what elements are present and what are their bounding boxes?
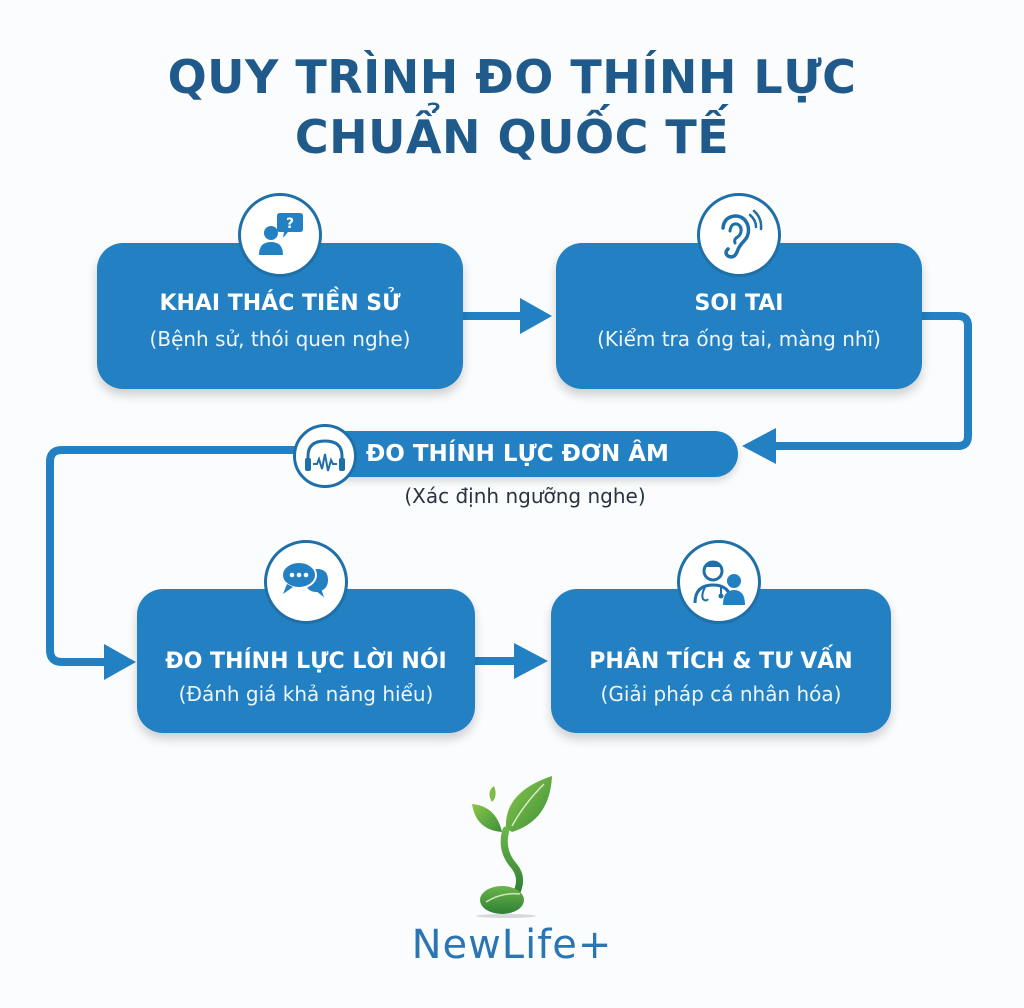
arrow-step1-to-step2 xyxy=(462,298,552,334)
step-khai-thac-tien-su: KHAI THÁC TIỀN SỬ (Bệnh sử, thói quen ng… xyxy=(97,243,463,389)
step-subtext: (Bệnh sử, thói quen nghe) xyxy=(149,327,411,351)
step-subtext: (Kiểm tra ống tai, màng nhĩ) xyxy=(597,327,881,351)
arrow-step4-to-step5 xyxy=(475,643,548,679)
step-heading: PHÂN TÍCH & TƯ VẤN xyxy=(589,649,853,674)
step-heading: KHAI THÁC TIỀN SỬ xyxy=(159,291,401,316)
page-title-line1: QUY TRÌNH ĐO THÍNH LỰC xyxy=(167,50,857,104)
step-heading: ĐO THÍNH LỰC ĐƠN ÂM xyxy=(366,441,669,467)
arrow-step2-to-step3 xyxy=(742,312,972,464)
headphones-waveform-icon xyxy=(293,424,357,488)
step-subtext: (Đánh giá khả năng hiểu) xyxy=(178,682,434,706)
ear-icon xyxy=(697,193,781,277)
speech-bubbles-icon xyxy=(264,540,348,624)
page-title-line2: CHUẨN QUỐC TẾ xyxy=(294,110,730,164)
step-heading: SOI TAI xyxy=(694,291,784,316)
arrow-step3-to-step4 xyxy=(46,446,300,680)
brand-name: NewLife+ xyxy=(411,922,613,968)
doctor-patient-icon xyxy=(677,540,761,624)
step-heading: ĐO THÍNH LỰC LỜI NÓI xyxy=(165,649,447,674)
step-subtext: (Xác định ngưỡng nghe) xyxy=(404,484,646,508)
person-question-icon: ? xyxy=(238,193,322,277)
svg-text:?: ? xyxy=(286,216,294,232)
step-do-thinh-luc-don-am: ĐO THÍNH LỰC ĐƠN ÂM xyxy=(300,431,738,477)
newlife-sprout-logo-icon xyxy=(472,776,552,918)
step-subtext: (Giải pháp cá nhân hóa) xyxy=(600,682,842,706)
